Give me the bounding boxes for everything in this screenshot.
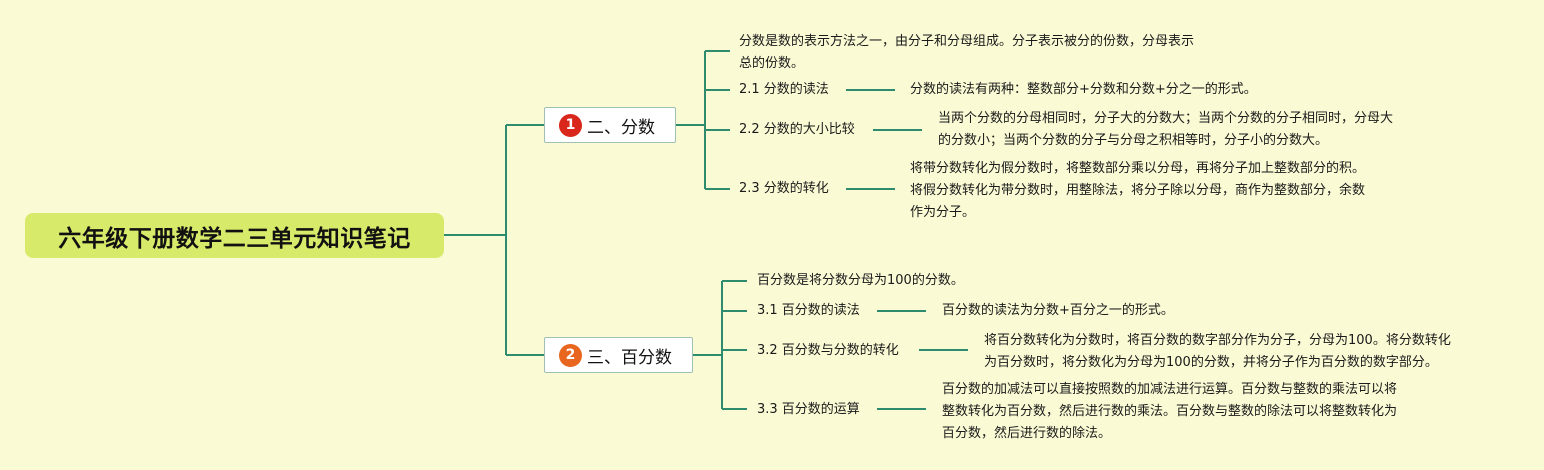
topic-percent-reading[interactable]: 3.1 百分数的读法 bbox=[757, 300, 860, 322]
detail-line: 百分数的加减法可以直接按照数的加减法进行运算。百分数与整数的乘法可以将 bbox=[942, 382, 1398, 397]
detail-percent-fraction-conversion[interactable]: 将百分数转化为分数时，将百分数的数字部分作为分子，分母为100。将分数转化 为百… bbox=[984, 330, 1451, 374]
topic-percent-fraction-conversion-label: 3.2 百分数与分数的转化 bbox=[757, 343, 899, 358]
topic-percent-operations[interactable]: 3.3 百分数的运算 bbox=[757, 399, 860, 421]
detail-line: 作为分子。 bbox=[910, 205, 976, 220]
topic-fraction-reading[interactable]: 2.1 分数的读法 bbox=[739, 79, 829, 101]
detail-line: 当两个分数的分母相同时，分子大的分数大；当两个分数的分子相同时，分母大 bbox=[938, 111, 1394, 126]
topic-fraction-reading-label: 2.1 分数的读法 bbox=[739, 82, 829, 97]
root-topic[interactable]: 六年级下册数学二三单元知识笔记 bbox=[25, 213, 444, 258]
detail-line: 分数的读法有两种：整数部分+分数和分数+分之一的形式。 bbox=[910, 82, 1257, 97]
fractions-intro-line: 总的份数。 bbox=[739, 56, 805, 71]
branch-fractions-label: 二、分数 bbox=[587, 117, 655, 138]
number-badge-1: 1 bbox=[559, 113, 582, 137]
detail-line: 百分数的读法为分数+百分之一的形式。 bbox=[942, 303, 1174, 318]
branch-percentages[interactable]: 2 三、百分数 bbox=[544, 337, 693, 373]
detail-percent-operations[interactable]: 百分数的加减法可以直接按照数的加减法进行运算。百分数与整数的乘法可以将 整数转化… bbox=[942, 379, 1397, 445]
detail-fraction-reading[interactable]: 分数的读法有两种：整数部分+分数和分数+分之一的形式。 bbox=[910, 79, 1257, 101]
detail-line: 将百分数转化为分数时，将百分数的数字部分作为分子，分母为100。将分数转化 bbox=[984, 333, 1451, 348]
branch-fractions[interactable]: 1 二、分数 bbox=[544, 107, 676, 143]
percentages-intro-line: 百分数是将分数分母为100的分数。 bbox=[757, 273, 964, 288]
detail-line: 的分数小；当两个分数的分子与分母之积相等时，分子小的分数大。 bbox=[938, 133, 1329, 148]
detail-line: 百分数，然后进行数的除法。 bbox=[942, 426, 1112, 441]
fractions-intro-line: 分数是数的表示方法之一，由分子和分母组成。分子表示被分的份数，分母表示 bbox=[739, 34, 1195, 49]
topic-fraction-comparison[interactable]: 2.2 分数的大小比较 bbox=[739, 119, 855, 141]
fractions-intro[interactable]: 分数是数的表示方法之一，由分子和分母组成。分子表示被分的份数，分母表示 总的份数… bbox=[739, 31, 1194, 75]
root-topic-label: 六年级下册数学二三单元知识笔记 bbox=[58, 225, 411, 252]
topic-fraction-comparison-label: 2.2 分数的大小比较 bbox=[739, 122, 855, 137]
detail-fraction-conversion[interactable]: 将带分数转化为假分数时，将整数部分乘以分母，再将分子加上整数部分的积。 将假分数… bbox=[910, 158, 1365, 224]
topic-fraction-conversion[interactable]: 2.3 分数的转化 bbox=[739, 178, 829, 200]
detail-line: 为百分数时，将分数化为分母为100的分数，并将分子作为百分数的数字部分。 bbox=[984, 355, 1438, 370]
number-badge-2: 2 bbox=[559, 343, 582, 367]
topic-percent-operations-label: 3.3 百分数的运算 bbox=[757, 402, 860, 417]
topic-fraction-conversion-label: 2.3 分数的转化 bbox=[739, 181, 829, 196]
topic-percent-reading-label: 3.1 百分数的读法 bbox=[757, 303, 860, 318]
topic-percent-fraction-conversion[interactable]: 3.2 百分数与分数的转化 bbox=[757, 340, 899, 362]
percentages-intro[interactable]: 百分数是将分数分母为100的分数。 bbox=[757, 270, 964, 292]
detail-percent-reading[interactable]: 百分数的读法为分数+百分之一的形式。 bbox=[942, 300, 1174, 322]
detail-fraction-comparison[interactable]: 当两个分数的分母相同时，分子大的分数大；当两个分数的分子相同时，分母大 的分数小… bbox=[938, 108, 1393, 152]
detail-line: 将假分数转化为带分数时，用整除法，将分子除以分母，商作为整数部分，余数 bbox=[910, 183, 1366, 198]
detail-line: 将带分数转化为假分数时，将整数部分乘以分母，再将分子加上整数部分的积。 bbox=[910, 161, 1366, 176]
detail-line: 整数转化为百分数，然后进行数的乘法。百分数与整数的除法可以将整数转化为 bbox=[942, 404, 1398, 419]
branch-percentages-label: 三、百分数 bbox=[587, 347, 672, 368]
